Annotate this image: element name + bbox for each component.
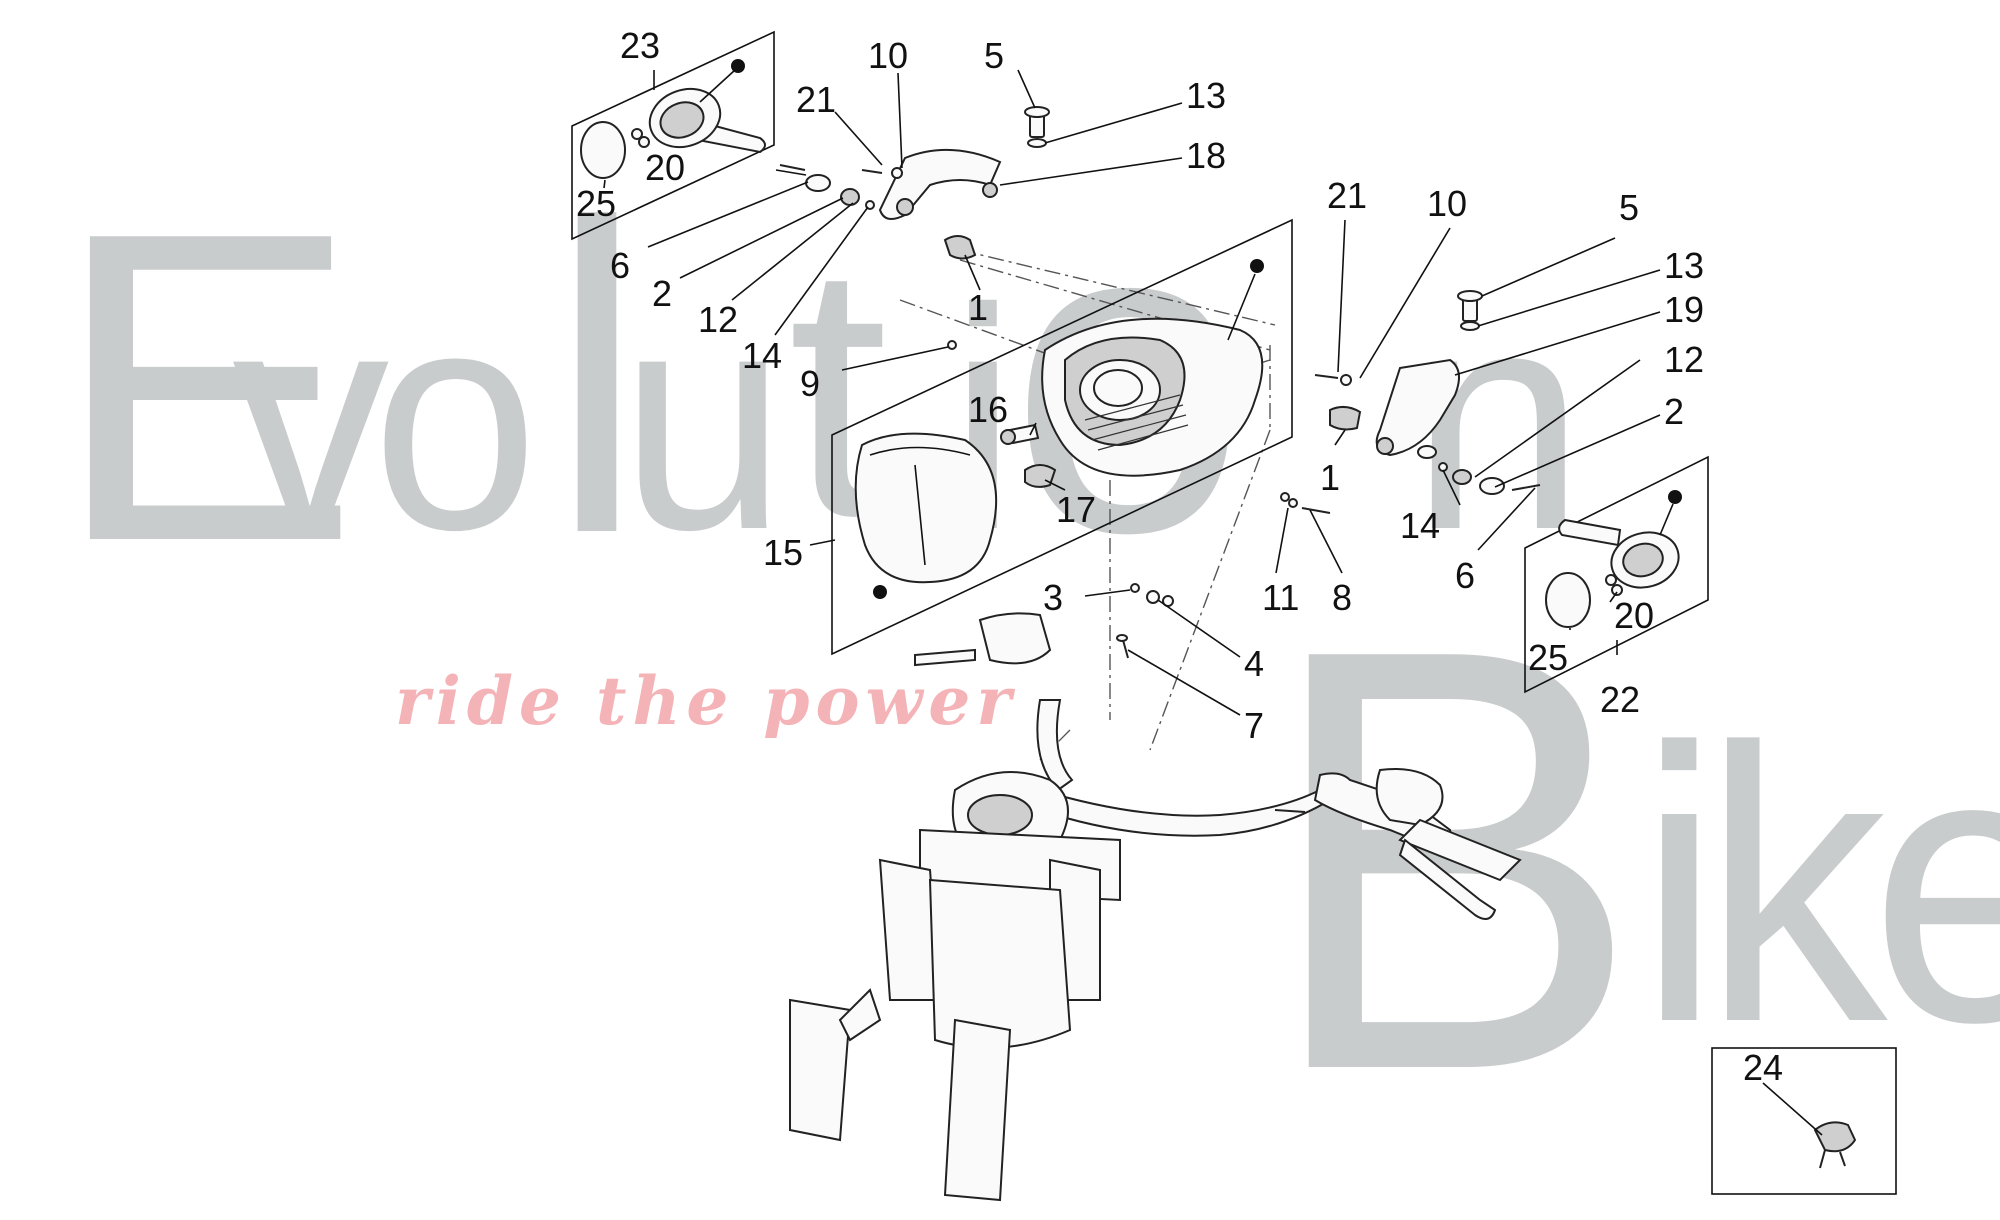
callout-13-left: 13 — [1186, 75, 1226, 116]
part-24-connector — [1813, 1121, 1857, 1169]
lower-mount-hardware — [1116, 583, 1174, 659]
watermark-tagline: ride the power — [395, 662, 1018, 740]
right-bracket — [1280, 290, 1541, 514]
watermark-letter-o: o — [372, 243, 539, 595]
callout-4: 4 — [1244, 643, 1264, 684]
left-bracket — [779, 106, 1050, 260]
watermark-letter-l: l — [548, 134, 646, 625]
callout-15: 15 — [763, 532, 803, 573]
watermark-letter-e: e — [1870, 690, 2000, 1080]
handlebar-and-fork — [789, 612, 1522, 1202]
watermark-letter-i-2: i — [1636, 667, 1723, 1103]
callout-23: 23 — [620, 25, 660, 66]
callout-16: 16 — [968, 389, 1008, 430]
callout-19: 19 — [1664, 289, 1704, 330]
callout-2-left: 2 — [652, 273, 672, 314]
callout-12-right: 12 — [1664, 339, 1704, 380]
watermark-letter-E: E — [52, 142, 361, 633]
callout-8: 8 — [1332, 577, 1352, 618]
callout-18: 18 — [1186, 135, 1226, 176]
watermark-letter-k: k — [1702, 667, 1888, 1103]
callout-14-right: 14 — [1400, 505, 1440, 546]
watermark-letter-v: v — [232, 243, 390, 595]
callout-20-right: 20 — [1614, 595, 1654, 636]
left-turn-signal — [580, 59, 807, 179]
kit-box-23 — [571, 30, 775, 241]
callout-5-left: 5 — [984, 35, 1004, 76]
callout-14-left: 14 — [742, 335, 782, 376]
callout-21-left: 21 — [796, 79, 836, 120]
kit-box-15 — [831, 218, 1293, 656]
callout-20-left: 20 — [645, 147, 685, 188]
callout-24: 24 — [1743, 1047, 1783, 1088]
callout-10-right: 10 — [1427, 183, 1467, 224]
callout-22: 22 — [1600, 679, 1640, 720]
callout-3: 3 — [1043, 577, 1063, 618]
callout-2-right: 2 — [1664, 391, 1684, 432]
watermark-letter-u: u — [620, 243, 787, 595]
callout-1-left: 1 — [968, 287, 988, 328]
callout-6-left: 6 — [610, 245, 630, 286]
callout-13-right: 13 — [1664, 245, 1704, 286]
callout-numbers: 23 10 5 21 13 18 20 25 6 2 12 1 14 9 16 … — [576, 25, 1783, 1088]
callout-1-right: 1 — [1320, 457, 1340, 498]
kit-box-24 — [1711, 1047, 1897, 1195]
right-turn-signal — [1545, 490, 1682, 628]
callout-17: 17 — [1056, 489, 1096, 530]
callout-7: 7 — [1244, 705, 1264, 746]
callout-25-left: 25 — [576, 183, 616, 224]
callout-11: 11 — [1262, 577, 1299, 618]
callout-9: 9 — [800, 363, 820, 404]
callout-6-right: 6 — [1455, 555, 1475, 596]
callout-5-right: 5 — [1619, 187, 1639, 228]
callout-10-left: 10 — [868, 35, 908, 76]
callout-25-right: 25 — [1528, 637, 1568, 678]
callout-21-right: 21 — [1327, 175, 1367, 216]
callout-12-left: 12 — [698, 299, 738, 340]
leader-lines — [603, 69, 1823, 1136]
headlight-assembly — [854, 259, 1264, 599]
kit-box-22 — [1524, 455, 1709, 694]
